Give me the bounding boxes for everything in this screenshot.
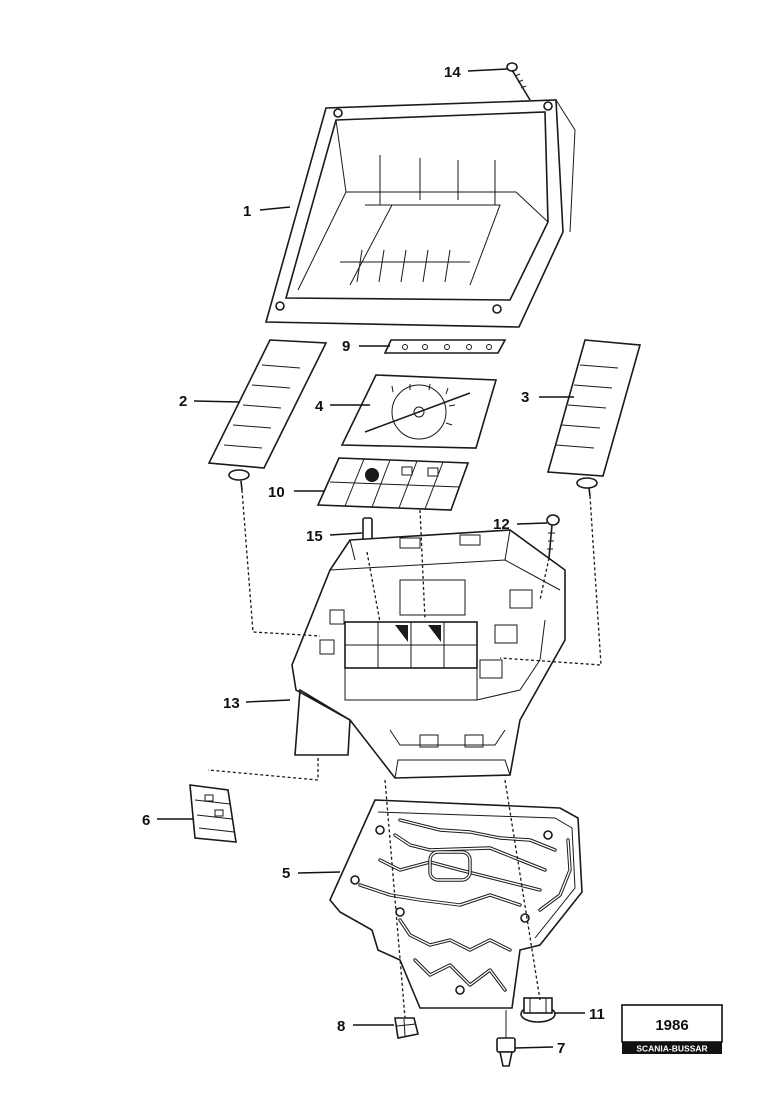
- part-1-housing: [264, 99, 576, 328]
- part-2-left-panel: [207, 339, 328, 491]
- part-12-bolt: [546, 514, 560, 559]
- connection-lines: [207, 489, 602, 1019]
- part-3-right-panel: [546, 339, 642, 497]
- part-9-switch-strip: [383, 339, 507, 354]
- part-4-gauge: [340, 374, 498, 449]
- part-10-indicator-block: [316, 457, 470, 511]
- part-6-relay: [189, 784, 237, 843]
- callout-4: 4: [315, 398, 324, 415]
- part-8-connector: [394, 1017, 419, 1039]
- callout-12: 12: [493, 516, 510, 533]
- callout-13: 13: [223, 695, 240, 712]
- year-stamp: 1986 SCANIA-BUSSAR: [621, 1004, 723, 1054]
- stamp-brand: SCANIA-BUSSAR: [636, 1044, 707, 1054]
- callout-7: 7: [557, 1040, 565, 1057]
- callout-labels: 14 1 9 2 4 3 10 12 15 13 6 5 8 7 11: [142, 64, 605, 1057]
- callout-8: 8: [337, 1018, 345, 1035]
- callout-11: 11: [589, 1006, 605, 1023]
- callout-10: 10: [268, 484, 285, 501]
- callout-15: 15: [306, 528, 323, 545]
- callout-5: 5: [282, 865, 290, 882]
- callout-leaders: [157, 68, 585, 1049]
- part-13-main-body: [291, 529, 566, 779]
- part-14-screw: [506, 62, 531, 101]
- callout-2: 2: [179, 393, 187, 410]
- stamp-year: 1986: [655, 1017, 688, 1034]
- part-7-bulb-holder: [496, 1010, 516, 1067]
- callout-6: 6: [142, 812, 150, 829]
- callout-3: 3: [521, 389, 529, 406]
- callout-9: 9: [342, 338, 350, 355]
- part-11-socket: [520, 997, 556, 1023]
- part-5-circuit-board: [329, 799, 583, 1009]
- callout-1: 1: [243, 203, 251, 220]
- callout-14: 14: [444, 64, 461, 81]
